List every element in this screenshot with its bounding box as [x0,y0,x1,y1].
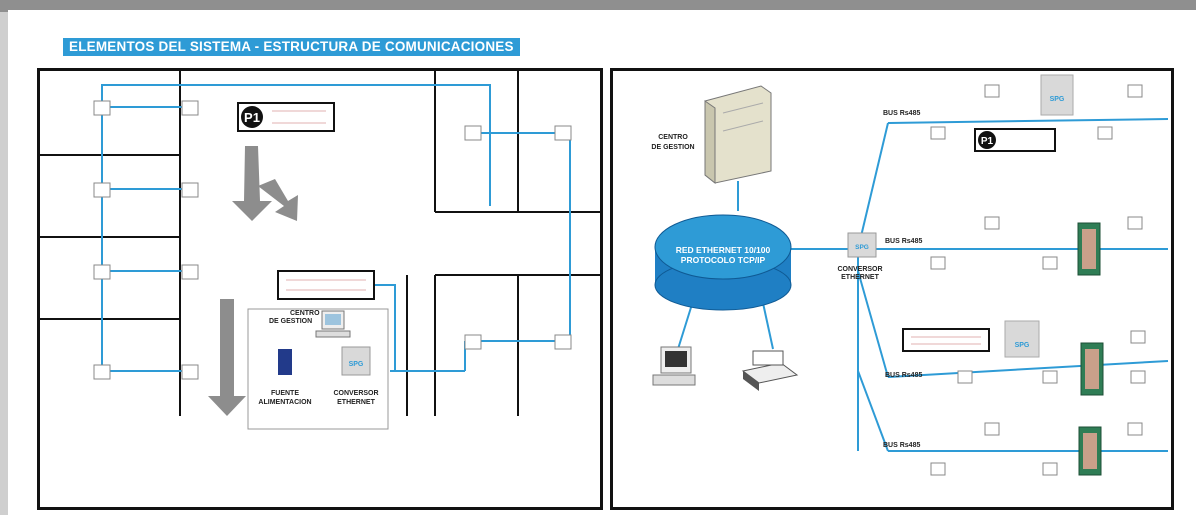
spg-units: SPG SPG [1004,74,1104,476]
bus-label-3: BUS Rs485 [885,372,922,379]
left-conversor-label-2: ETHERNET [337,399,375,406]
display-panel [277,270,375,300]
svg-text:CENTRO: CENTRO [290,310,320,317]
spg-label-1: SPG [1050,96,1065,103]
ethernet-network: RED ETHERNET 10/100 PROTOCOLO TCP/IP [654,214,792,311]
page-title: ELEMENTOS DEL SISTEMA - ESTRUCTURA DE CO… [63,38,520,56]
conversor-label-1: CONVERSOR [837,266,882,273]
right-centro-label-1: CENTRO [658,134,688,141]
workstation-icon [652,346,696,386]
server-icon [704,85,772,185]
conversor-spg-label: SPG [855,244,869,251]
network-label-1: RED ETHERNET 10/100 [676,245,771,255]
left-floorplan-panel: P1 CENTRO DE GESTION SPG FUENTE [37,68,603,510]
fuente-label-2: ALIMENTACION [258,399,311,406]
right-p1-panel: P1 [974,128,1056,152]
fuente-label-1: FUENTE [271,390,299,397]
detectors [93,100,572,380]
conversor-label-2: ETHERNET [841,274,879,281]
rs485-cables [101,84,571,372]
p1-label: P1 [244,110,260,125]
bus-label-1: BUS Rs485 [883,110,920,117]
right-centro-label-2: DE GESTION [651,144,694,151]
left-centro-label-1: CENTRO [290,310,320,317]
right-p1-label: P1 [981,136,994,147]
ethernet-cables [677,118,1169,452]
floorplan-walls [40,71,600,416]
right-display-panel [902,328,990,352]
right-network-panel: CENTRO DE GESTION RED ETHERNET 10/100 PR… [610,68,1174,510]
bus-label-2: BUS Rs485 [885,238,922,245]
p1-panel: P1 [237,102,335,132]
top-bar [0,0,1196,12]
bus-label-4: BUS Rs485 [883,442,920,449]
conversor-ethernet: SPG CONVERSOR ETHERNET [837,232,883,281]
printer-icon [741,350,799,391]
installation-cabinet: CENTRO DE GESTION SPG FUENTE ALIMENTACIO… [247,308,389,430]
left-centro-label-2: DE GESTION [269,318,312,325]
left-spg-label: SPG [349,361,364,368]
network-label-2: PROTOCOLO TCP/IP [681,255,766,265]
spg-label-2: SPG [1015,342,1030,349]
bus-detectors [930,84,1146,476]
floorplan-diagram: P1 CENTRO DE GESTION SPG FUENTE [40,71,600,430]
flow-arrows [208,146,298,416]
left-conversor-label-1: CONVERSOR [333,390,378,397]
network-diagram: CENTRO DE GESTION RED ETHERNET 10/100 PR… [651,74,1169,476]
